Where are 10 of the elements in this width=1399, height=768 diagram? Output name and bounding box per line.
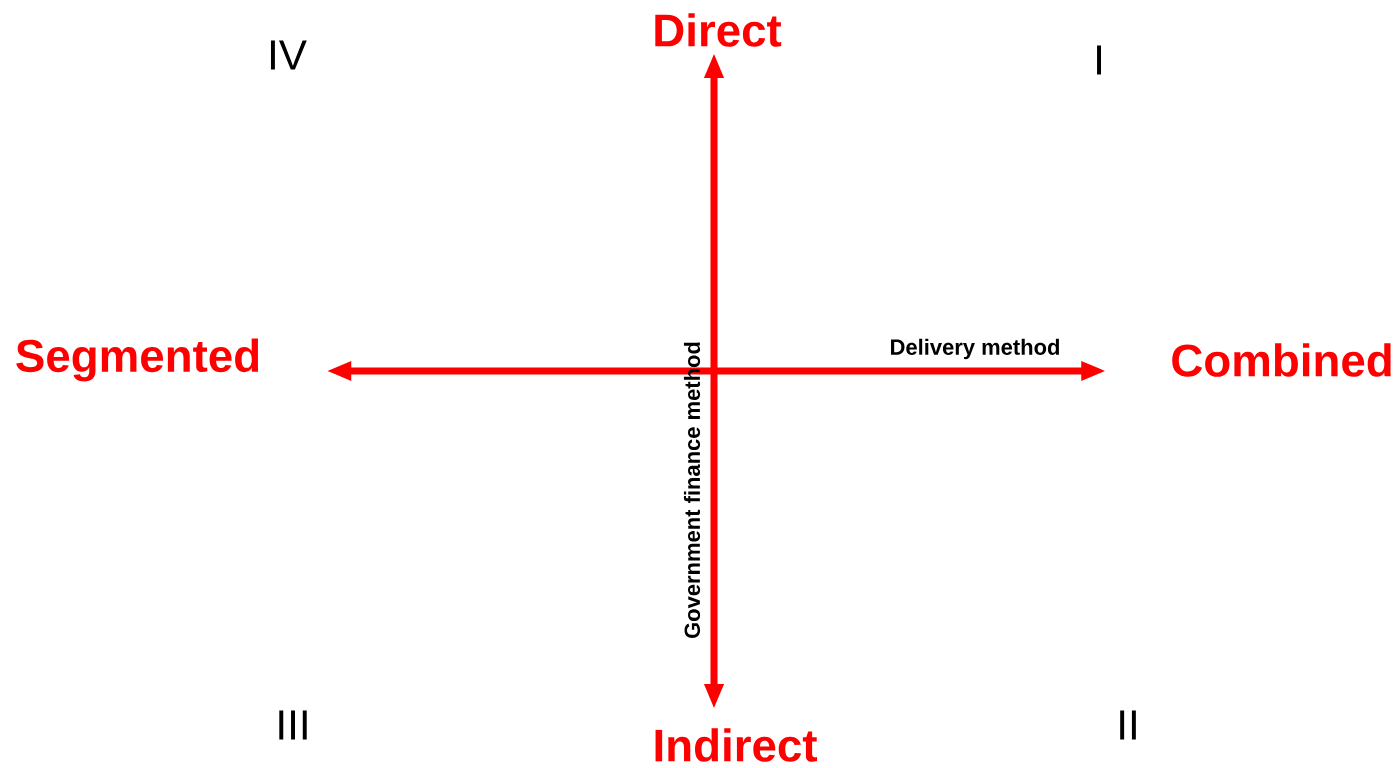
quadrant-number: II	[1120, 710, 1136, 740]
axis-label: Government finance method	[683, 342, 701, 638]
quadrant-number: IV	[270, 40, 307, 70]
axis-pole-label: Combined	[1172, 343, 1391, 377]
axis-pole-label: Indirect	[655, 728, 817, 762]
axis-pole-label: Segmented	[16, 338, 259, 382]
axis-pole-label: Direct	[655, 13, 782, 47]
quadrant-number: I	[1097, 45, 1101, 75]
axis-label: Delivery method	[891, 338, 1059, 360]
quadrant-number: III	[279, 710, 307, 740]
